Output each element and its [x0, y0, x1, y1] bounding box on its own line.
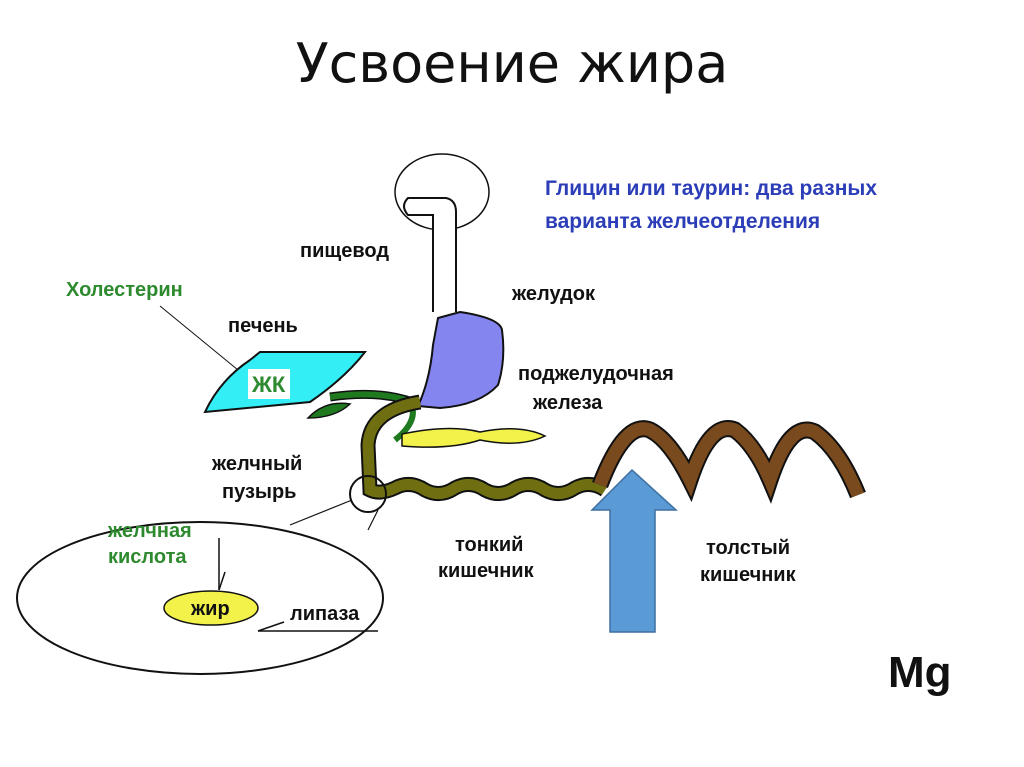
fat-label: жир	[190, 598, 230, 620]
gallbladder-label-2: пузырь	[222, 481, 296, 503]
bile-acids-label: ЖК	[251, 372, 286, 397]
zoom-circle	[349, 475, 387, 513]
bile-acid-label-2: кислота	[108, 546, 187, 568]
fat-droplet	[163, 590, 259, 626]
bile-acid-label-1: желчная	[107, 520, 192, 542]
liver-label: печень	[228, 315, 298, 337]
esophagus-label: пищевод	[300, 240, 389, 262]
magnesium-label: Mg	[888, 648, 952, 697]
large-intestine-label-1: толстый	[706, 537, 790, 559]
gallbladder-label-1: желчный	[211, 453, 302, 475]
magnified-view-ellipse	[16, 521, 384, 675]
small-intestine	[362, 396, 609, 499]
large-intestine-label-2: кишечник	[700, 564, 797, 586]
pancreas-label-2: железа	[532, 392, 603, 414]
bile-acids-box	[248, 369, 290, 399]
note-line-1: Глицин или таурин: два разных	[545, 177, 877, 200]
pancreas-shape	[401, 427, 547, 448]
small-intestine-label-1: тонкий	[455, 534, 523, 556]
small-intestine-label-2: кишечник	[438, 560, 535, 582]
stomach-label: желудок	[511, 283, 596, 305]
gallbladder-shape	[306, 402, 352, 419]
slide-title: Усвоение жира	[296, 32, 729, 95]
cholesterol-label: Холестерин	[66, 279, 183, 301]
note-line-2: варианта желчеотделения	[545, 210, 820, 233]
large-intestine	[593, 422, 865, 499]
stomach-shape	[416, 310, 505, 410]
cholesterol-pointer	[159, 305, 239, 371]
lipase-label: липаза	[290, 603, 360, 625]
absorption-arrow-icon	[590, 468, 678, 633]
esophagus-tube	[403, 197, 457, 312]
pancreas-label-1: поджелудочная	[518, 363, 674, 385]
